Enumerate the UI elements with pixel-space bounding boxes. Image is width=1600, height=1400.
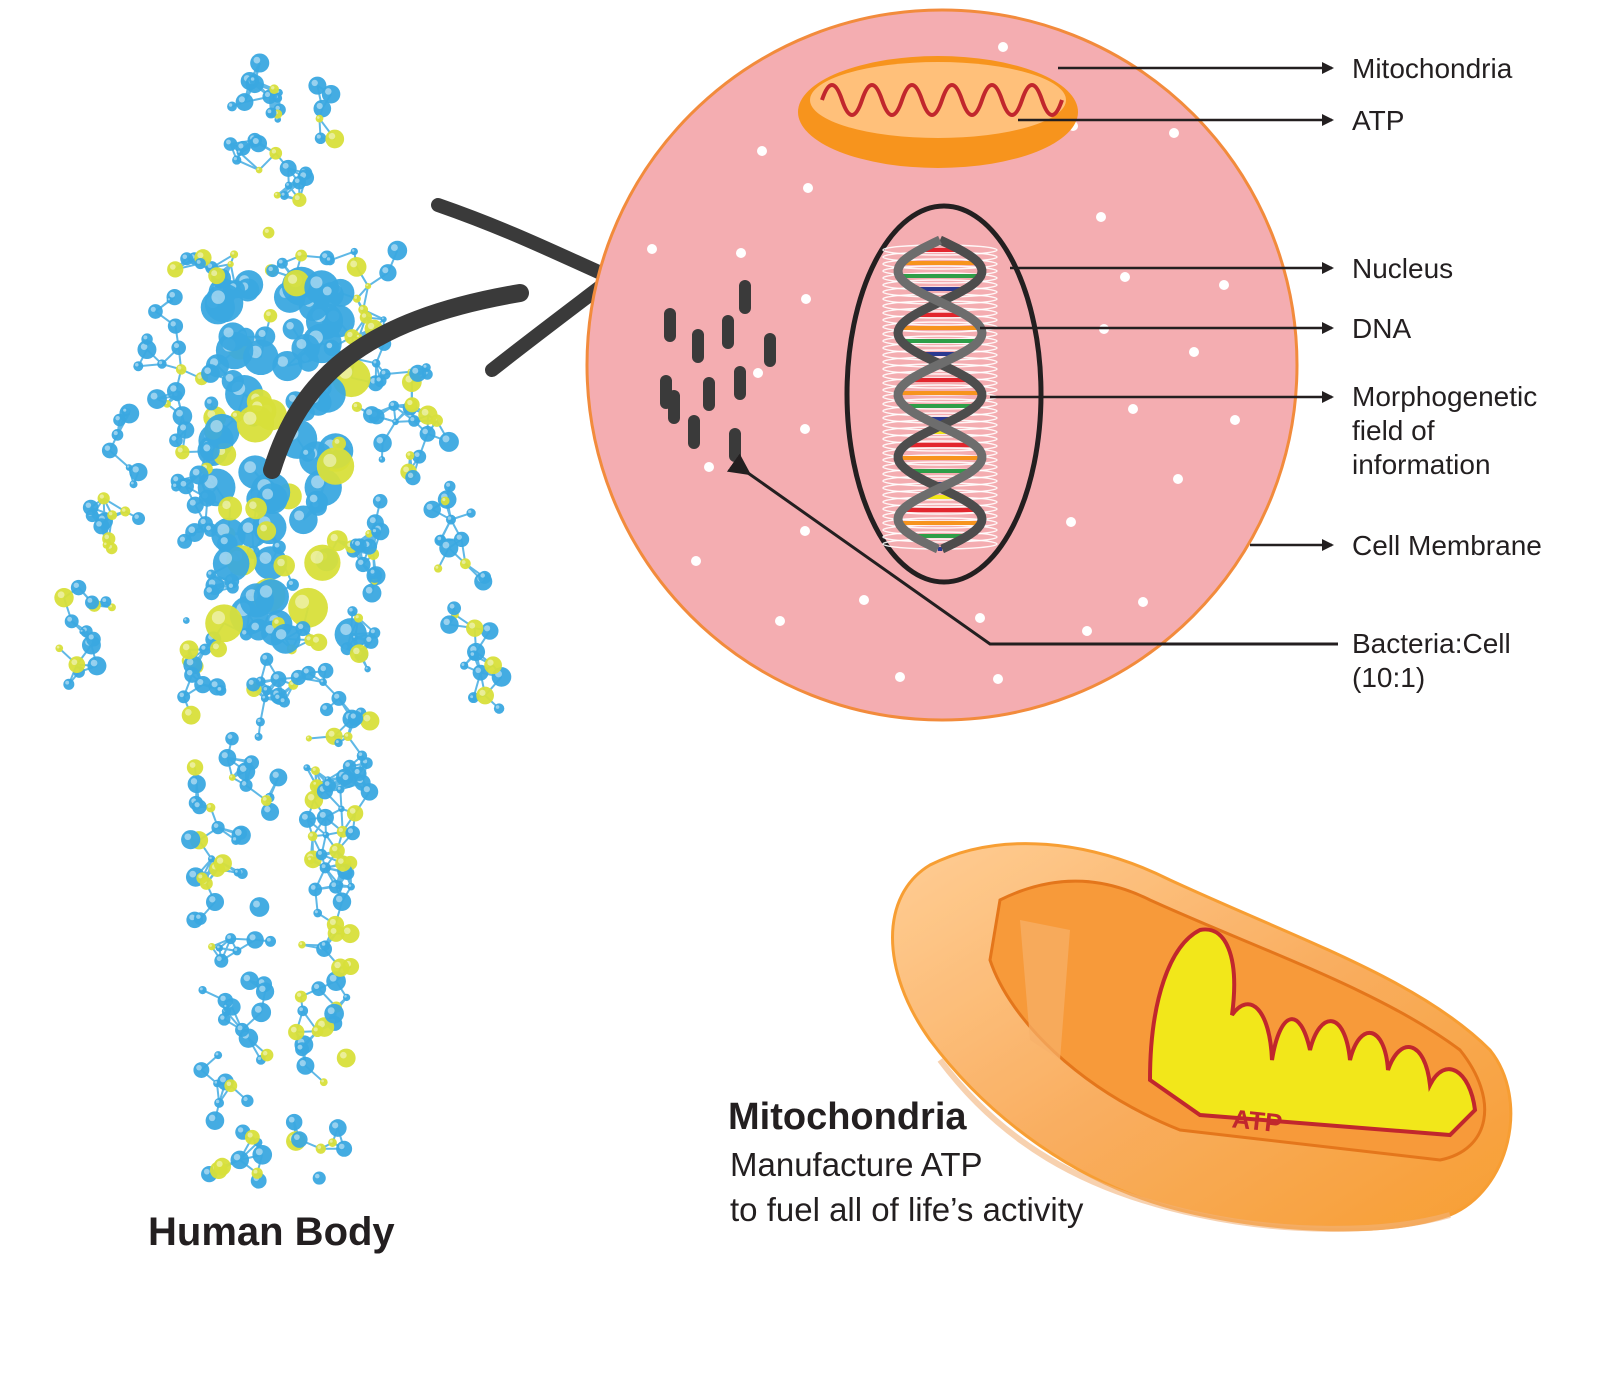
atp-tag: ATP <box>1231 1103 1284 1138</box>
cell-mitochondrion <box>798 56 1078 168</box>
human-body-title: Human Body <box>148 1210 395 1255</box>
label-mitochondria: Mitochondria <box>1352 52 1512 86</box>
mito-caption-line2: to fuel all of life’s activity <box>730 1190 1083 1230</box>
mito-caption-title: Mitochondria <box>728 1096 967 1139</box>
label-morphogenetic: Morphogenetic field of information <box>1352 380 1537 482</box>
label-bacteria: Bacteria:Cell (10:1) <box>1352 627 1511 695</box>
label-cell-membrane: Cell Membrane <box>1352 529 1542 563</box>
label-nucleus: Nucleus <box>1352 252 1453 286</box>
label-atp: ATP <box>1352 104 1404 138</box>
large-mitochondrion: ATP <box>893 844 1511 1230</box>
human-body-figure <box>54 53 511 1188</box>
mito-caption-line1: Manufacture ATP <box>730 1145 983 1185</box>
cell <box>587 10 1297 720</box>
label-dna: DNA <box>1352 312 1411 346</box>
